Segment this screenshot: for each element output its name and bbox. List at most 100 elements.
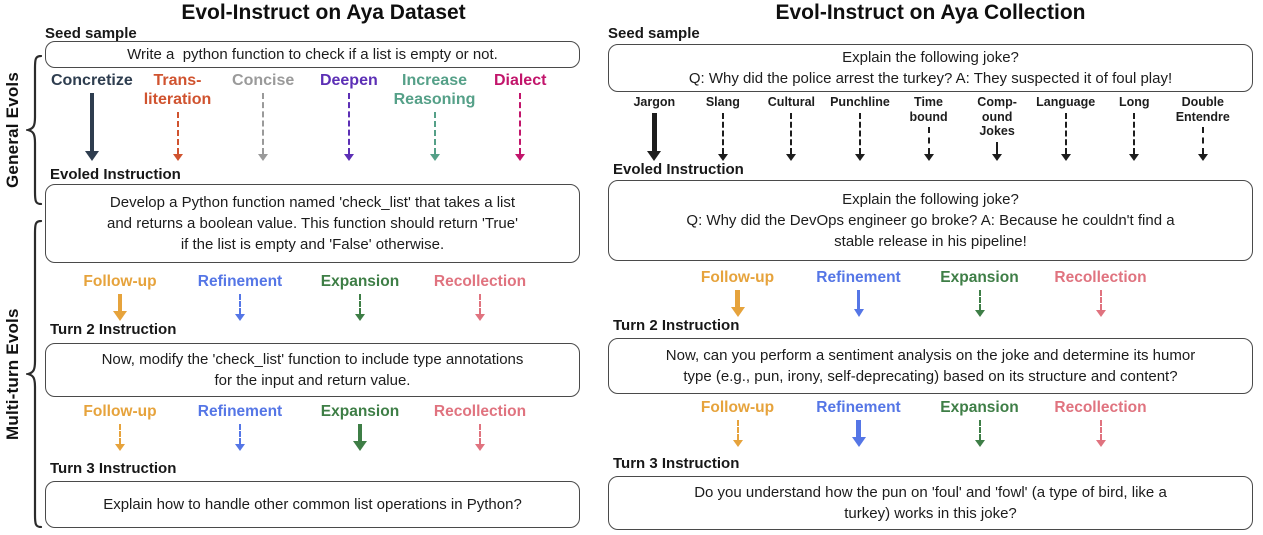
panel-aya-dataset: Evol-Instruct on Aya Dataset Seed sample… [45, 0, 580, 528]
down-arrow-icon [730, 290, 745, 317]
evol-label: Recollection [433, 403, 527, 420]
down-arrow-icon [717, 112, 728, 161]
evol-label: Trans- literation [143, 72, 212, 108]
down-arrow-icon [115, 424, 125, 451]
evol-label: Jargon [633, 95, 676, 109]
turn3-evols-row: Follow-up Refinement Expansion Recollect… [677, 399, 1161, 447]
evol-label: Expansion [320, 403, 400, 420]
down-arrow-icon [851, 420, 866, 447]
turn2-instruction-label: Turn 2 Instruction [613, 317, 740, 334]
evol-transliteration: Trans- literation [135, 71, 221, 161]
evol-label: Language [1036, 95, 1096, 109]
evol-concretize: Concretize [49, 71, 135, 161]
evol-follow-up: Follow-up [677, 269, 798, 317]
down-arrow-icon [235, 424, 245, 451]
down-arrow-icon [1095, 290, 1106, 317]
evol-long: Long [1100, 95, 1169, 161]
panel-title: Evol-Instruct on Aya Dataset [181, 1, 466, 24]
evol-label: Slang [705, 95, 740, 109]
turn2-instruction-label: Turn 2 Instruction [50, 321, 177, 338]
evol-expansion: Expansion [919, 269, 1040, 317]
evol-refinement: Refinement [180, 403, 300, 451]
evol-label: Follow-up [700, 269, 775, 286]
turn3-instruction-label: Turn 3 Instruction [613, 455, 740, 472]
down-arrow-icon [343, 93, 354, 161]
multi-turn-evols-brace [26, 220, 43, 528]
evol-expansion: Expansion [300, 273, 420, 321]
evol-jargon: Jargon [620, 95, 689, 161]
turn3-instruction-box: Explain how to handle other common list … [45, 481, 580, 528]
turn3-instruction-box: Do you understand how the pun on 'foul' … [608, 476, 1253, 530]
down-arrow-icon [992, 141, 1003, 161]
down-arrow-icon [172, 112, 183, 161]
evol-label: Follow-up [700, 399, 775, 416]
down-arrow-icon [355, 294, 365, 321]
evol-dialect: Dialect [477, 71, 563, 161]
down-arrow-icon [353, 424, 367, 451]
down-arrow-icon [786, 112, 797, 161]
turn3-evols-row: Follow-up Refinement Expansion Recollect… [60, 403, 540, 451]
down-arrow-icon [1095, 420, 1106, 447]
evol-label: Refinement [816, 269, 901, 286]
turn2-instruction-box: Now, modify the 'check_list' function to… [45, 343, 580, 397]
evol-slang: Slang [689, 95, 758, 161]
evol-label: Recollection [433, 273, 527, 290]
evol-language: Language [1031, 95, 1100, 161]
evol-label: Refinement [197, 273, 283, 290]
evol-time-bound: Time bound [894, 95, 963, 161]
evol-recollection: Recollection [1040, 269, 1161, 317]
evol-label: Long [1118, 95, 1150, 109]
evolved-instruction-box: Explain the following joke? Q: Why did t… [608, 180, 1253, 261]
down-arrow-icon [974, 420, 985, 447]
evol-label: Punchline [830, 95, 890, 109]
down-arrow-icon [113, 294, 127, 321]
evol-label: Cultural [767, 95, 816, 109]
turn2-evols-row: Follow-up Refinement Expansion Recollect… [60, 273, 540, 321]
evolved-instruction-box: Develop a Python function named 'check_l… [45, 184, 580, 263]
panel-aya-collection: Evol-Instruct on Aya Collection Seed sam… [608, 0, 1253, 530]
evol-label: Follow-up [83, 403, 157, 420]
evol-expansion: Expansion [919, 399, 1040, 447]
down-arrow-icon [1060, 112, 1071, 161]
general-evols-row: Jargon Slang Cultural Punchline Time bou… [620, 95, 1237, 161]
down-arrow-icon [429, 112, 440, 161]
down-arrow-icon [475, 294, 485, 321]
seed-sample-label: Seed sample [608, 25, 700, 42]
seed-sample-box: Write a python function to check if a li… [45, 41, 580, 68]
turn2-instruction-box: Now, can you perform a sentiment analysi… [608, 338, 1253, 394]
evol-refinement: Refinement [798, 399, 919, 447]
evol-label: Comp- ound Jokes [977, 95, 1017, 138]
evol-deepen: Deepen [306, 71, 392, 161]
evol-label: Increase Reasoning [393, 72, 476, 108]
evol-follow-up: Follow-up [677, 399, 798, 447]
evol-label: Dialect [493, 72, 547, 89]
panel-title: Evol-Instruct on Aya Collection [775, 1, 1086, 24]
general-evols-brace [26, 55, 43, 205]
evol-label: Recollection [1054, 269, 1147, 286]
down-arrow-icon [235, 294, 245, 321]
evol-recollection: Recollection [420, 403, 540, 451]
down-arrow-icon [732, 420, 743, 447]
down-arrow-icon [974, 290, 985, 317]
evol-label: Time bound [909, 95, 948, 124]
down-arrow-icon [1129, 112, 1140, 161]
turn3-instruction-label: Turn 3 Instruction [50, 460, 177, 477]
evol-compound-jokes: Comp- ound Jokes [963, 95, 1032, 161]
evol-label: Concise [232, 72, 295, 89]
seed-sample-label: Seed sample [45, 25, 137, 42]
evolved-instruction-label: Evoled Instruction [613, 161, 744, 178]
down-arrow-icon [854, 112, 865, 161]
evol-label: Expansion [940, 269, 1019, 286]
down-arrow-icon [258, 93, 269, 161]
evol-label: Deepen [319, 72, 378, 89]
evol-refinement: Refinement [180, 273, 300, 321]
evol-expansion: Expansion [300, 403, 420, 451]
down-arrow-icon [475, 424, 485, 451]
down-arrow-icon [853, 290, 864, 317]
evol-label: Refinement [197, 403, 283, 420]
general-evols-row: Concretize Trans- literation Concise Dee… [49, 71, 563, 161]
evol-recollection: Recollection [420, 273, 540, 321]
evol-punchline: Punchline [826, 95, 895, 161]
evol-double-entendre: Double Entendre [1169, 95, 1238, 161]
